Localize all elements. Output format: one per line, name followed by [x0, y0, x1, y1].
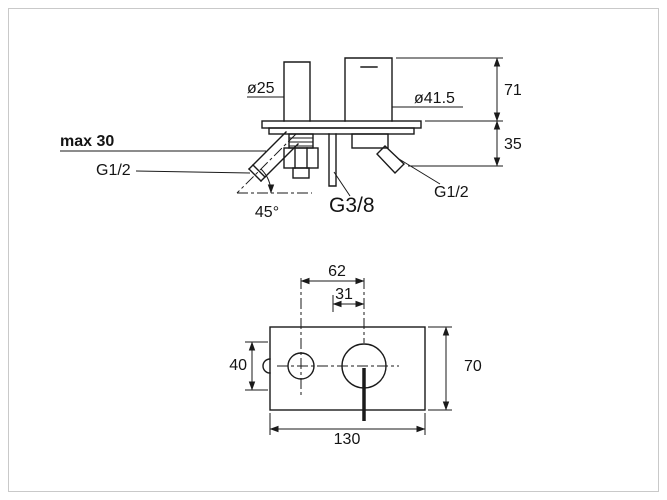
mounting-plate — [262, 326, 426, 411]
depth-dim-label: 35 — [504, 136, 522, 153]
inlet-thread-leader — [398, 158, 441, 185]
max-thickness-label: max 30 — [60, 133, 114, 150]
hose-thread-leader — [333, 171, 351, 197]
centers-distance-label: 62 — [328, 263, 346, 280]
angle-arc — [260, 168, 275, 194]
diagonal-spout — [248, 131, 299, 182]
left-height-label: 40 — [229, 357, 247, 374]
inlet-thread-label: G1/2 — [434, 184, 469, 201]
plate-height-label: 70 — [464, 358, 482, 375]
spout-riser-cylinder — [283, 61, 311, 122]
deck-mounting-plate — [261, 120, 422, 135]
plate-width-label: 130 — [334, 431, 361, 448]
front-view: 62 31 40 70 130 — [229, 263, 482, 448]
half-distance-label: 31 — [335, 286, 353, 303]
g38-hose-pipe — [328, 133, 337, 187]
inlet-fitting — [351, 133, 406, 175]
spout-angle-label: 45° — [255, 204, 279, 221]
mixer-control-body — [344, 57, 393, 122]
hose-thread-label: G3/8 — [329, 194, 375, 217]
side-outlet-bump — [262, 358, 271, 374]
body-diameter-label: ø41.5 — [414, 90, 455, 107]
spout-thread-leader — [135, 170, 251, 174]
spout-diameter-label: ø25 — [247, 80, 275, 97]
spout-centerline — [236, 133, 297, 194]
height-dim-label: 71 — [504, 82, 522, 99]
spout-thread-label: G1/2 — [96, 162, 131, 179]
side-view: ø25 ø41.5 71 35 max 30 G1/2 G3/8 G1/2 45… — [60, 57, 522, 221]
